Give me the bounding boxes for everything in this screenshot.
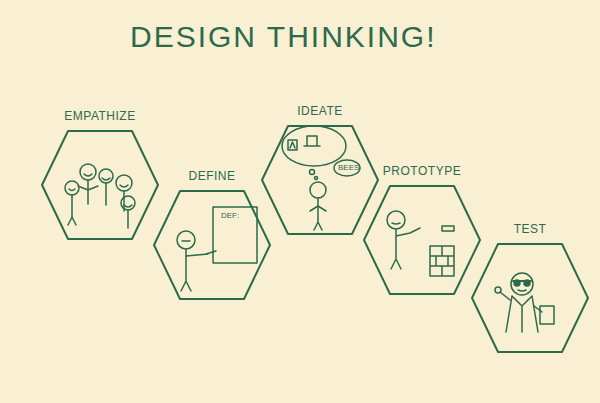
people-group <box>65 164 135 228</box>
hexagon-border <box>154 191 270 299</box>
drawn-word: DEF: <box>221 212 239 220</box>
thinking-figure <box>282 126 360 230</box>
stage-hexagon: EMPATHIZE <box>40 109 160 241</box>
hexagon-outline <box>470 242 590 354</box>
hexagon-outline <box>260 124 380 236</box>
building-figure <box>387 211 454 276</box>
hexagon-outline <box>362 184 482 296</box>
drawn-word: BEES <box>338 164 359 172</box>
stage-heading: IDEATE <box>297 104 342 118</box>
hexagon-border <box>262 126 378 234</box>
stage-heading: EMPATHIZE <box>64 109 135 123</box>
stage-hexagon: DEFINE <box>152 169 272 301</box>
hexagon-border <box>42 131 158 239</box>
hexagon-outline <box>152 189 272 301</box>
hexagon-border <box>472 244 588 352</box>
hexagon-border <box>364 186 480 294</box>
stage-hexagon: IDEATE <box>260 104 380 236</box>
writing-figure <box>177 207 257 291</box>
stage-heading: PROTOTYPE <box>383 164 461 178</box>
hexagon-outline <box>40 129 160 241</box>
testing-figure <box>495 273 554 332</box>
stage-heading: TEST <box>514 222 547 236</box>
stage-hexagon: PROTOTYPE <box>362 164 482 296</box>
stage-hexagon: TEST <box>470 222 590 354</box>
stage-heading: DEFINE <box>188 169 235 183</box>
diagram-title: DESIGN THINKING! <box>130 20 436 54</box>
